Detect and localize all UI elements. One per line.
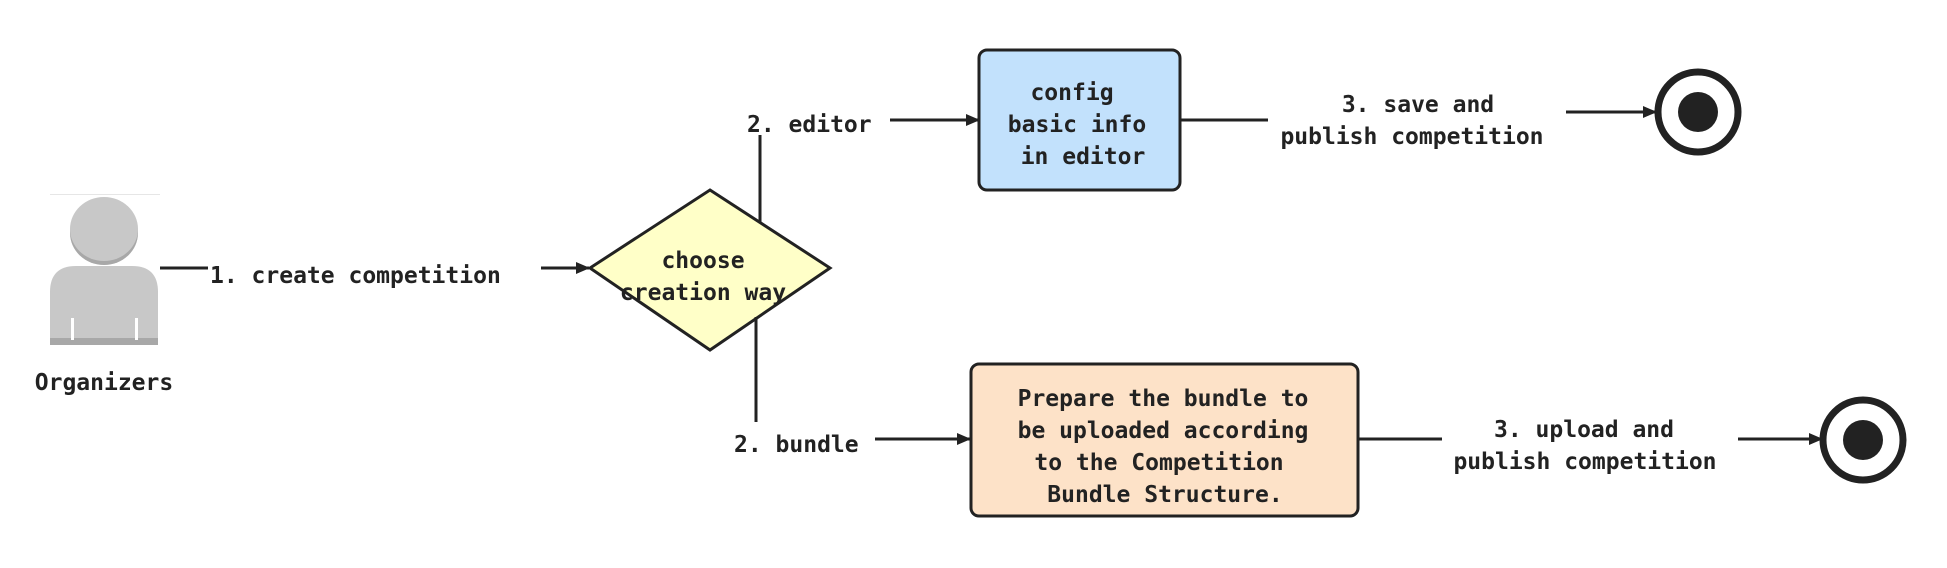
edge-label-upload-line-1: 3. upload and <box>1494 417 1674 443</box>
user-silhouette-icon <box>50 194 160 345</box>
actor-head <box>70 197 138 261</box>
bundle-box-line-2: be uploaded according <box>1018 418 1309 444</box>
bundle-box-line-4: Bundle Structure. <box>1047 482 1282 508</box>
edge-label-editor: 2. editor <box>747 112 872 138</box>
edge-label-upload-line-2: publish competition <box>1453 449 1716 475</box>
edge-label-create: 1. create competition <box>210 263 501 289</box>
final-state-icon <box>1654 68 1742 156</box>
editor-box-line-3: in editor <box>1021 144 1146 170</box>
bundle-box-line-3: to the Competition <box>1034 450 1283 476</box>
decision-diamond <box>587 188 833 352</box>
decision-label-line-1: choose <box>661 248 744 274</box>
decision-label-line-2: creation way <box>620 280 786 306</box>
editor-box-line-2: basic info <box>1008 112 1146 138</box>
edge-label-save-line-1: 3. save and <box>1342 92 1494 118</box>
edge-label-save-line-2: publish competition <box>1280 124 1543 150</box>
edge-label-bundle: 2. bundle <box>734 432 859 458</box>
final-state-icon <box>1819 396 1907 484</box>
bundle-box-line-1: Prepare the bundle to <box>1018 386 1309 412</box>
actor-label: Organizers <box>35 370 173 396</box>
actor-body <box>50 266 158 345</box>
editor-box-line-1: config <box>1030 80 1113 106</box>
